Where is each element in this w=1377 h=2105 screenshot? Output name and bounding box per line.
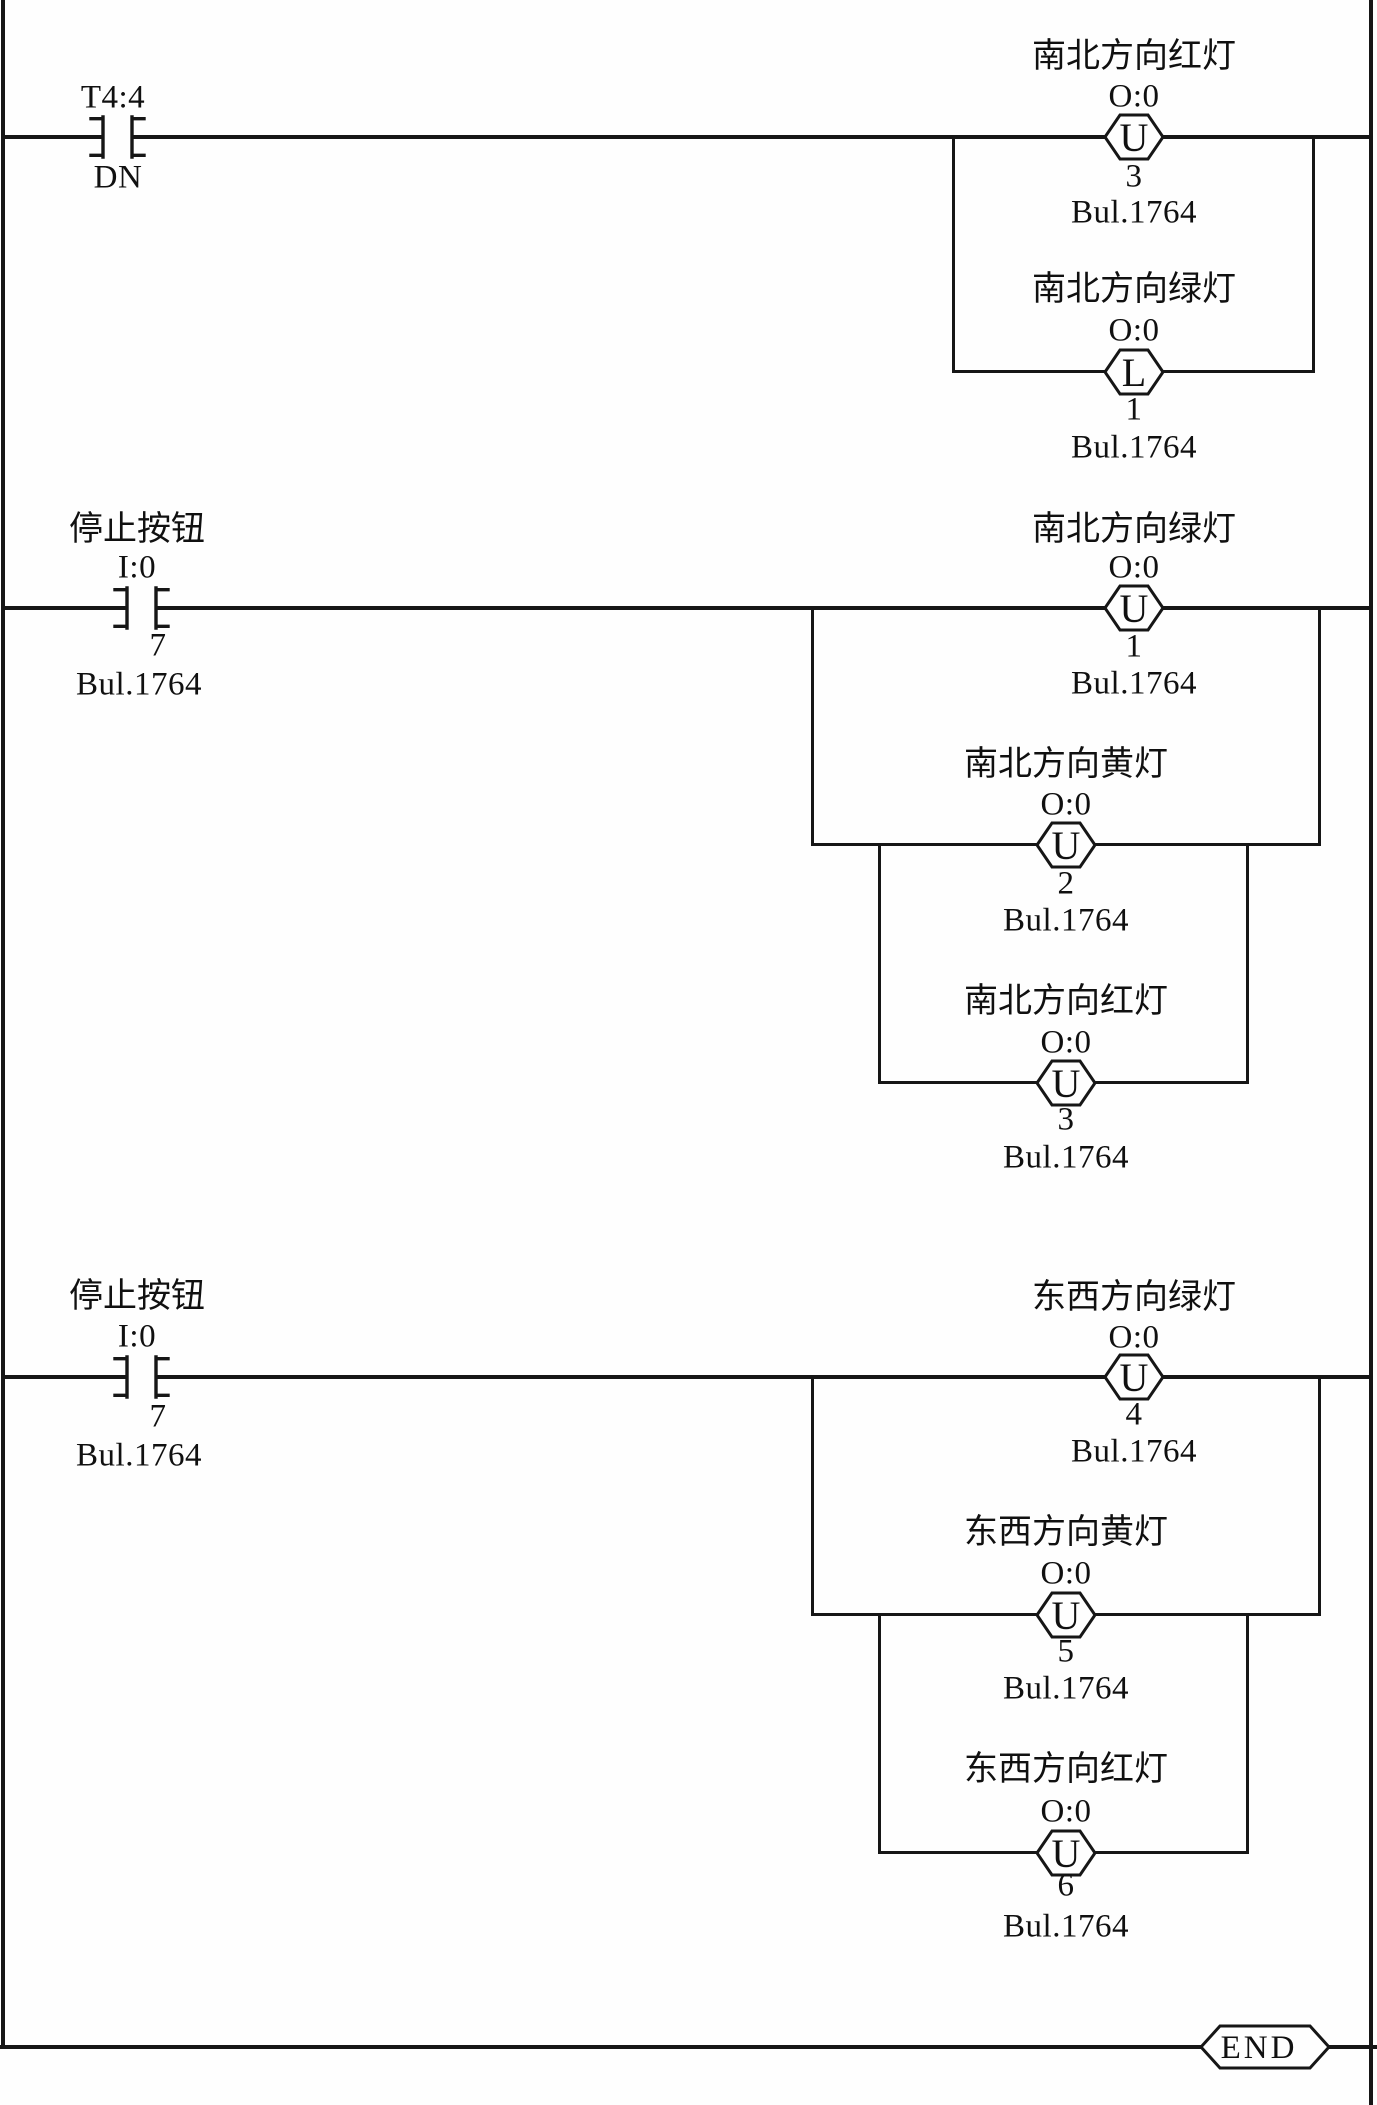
rung2-coil2-letter: U bbox=[1052, 823, 1081, 868]
rung2-coil2-name: 南北方向黄灯 bbox=[964, 746, 1168, 783]
rung3-coil2-bit: 5 bbox=[1057, 1633, 1075, 1670]
end-coil-hexagon bbox=[1198, 2024, 1332, 2070]
rung2-wire-right bbox=[156, 606, 1372, 610]
rung2-coil1-name: 南北方向绿灯 bbox=[1032, 511, 1236, 548]
rung2-coil1-module: Bul.1764 bbox=[1071, 665, 1197, 702]
rung3-coil2-address: O:0 bbox=[1040, 1555, 1092, 1592]
rung2-contact-address: I:0 bbox=[117, 549, 157, 586]
contact-left-bracket bbox=[89, 115, 105, 159]
rung3-contact-name: 停止按钮 bbox=[69, 1278, 205, 1315]
rung2-coil1-letter: U bbox=[1120, 586, 1149, 631]
rung2-coil2-address: O:0 bbox=[1040, 786, 1092, 823]
rung2-branchB-left-wire bbox=[878, 846, 881, 1084]
rung2-coil3-address: O:0 bbox=[1040, 1024, 1092, 1061]
rung3-contact-module: Bul.1764 bbox=[76, 1437, 202, 1474]
rung1-wire-right bbox=[132, 135, 1372, 139]
rung2-contact-module: Bul.1764 bbox=[76, 666, 202, 703]
rung3-coil1-name: 东西方向绿灯 bbox=[1032, 1279, 1236, 1316]
rung3-branchA-left-wire bbox=[811, 1377, 814, 1616]
rung1-coil2-address: O:0 bbox=[1108, 312, 1160, 349]
rung3-coil2-letter: U bbox=[1052, 1593, 1081, 1638]
contact-right-bracket bbox=[154, 1355, 170, 1399]
coil-hexagon bbox=[1035, 1059, 1097, 1107]
rung3-coil3-module: Bul.1764 bbox=[1003, 1908, 1129, 1945]
rung1-contact-T4-4 bbox=[89, 115, 146, 159]
rung2-contact-stop-button bbox=[113, 586, 170, 630]
rung2-coil1-address: O:0 bbox=[1108, 549, 1160, 586]
rung1-coil2-bit: 1 bbox=[1125, 391, 1143, 428]
left-power-rail bbox=[1, 0, 5, 2049]
rung3-coil1-bit: 4 bbox=[1125, 1396, 1143, 1433]
rung2-coil3-bit: 3 bbox=[1057, 1101, 1075, 1138]
rung1-latch-coil: L bbox=[1103, 348, 1165, 396]
contact-left-bracket bbox=[113, 586, 129, 630]
rung2-coil3-name: 南北方向红灯 bbox=[964, 983, 1168, 1020]
end-coil: END bbox=[1198, 2024, 1332, 2070]
coil-hexagon bbox=[1103, 584, 1165, 632]
rung3-branchA-right-wire bbox=[1318, 1377, 1321, 1616]
right-power-rail bbox=[1369, 0, 1373, 2105]
rung1-coil1-name: 南北方向红灯 bbox=[1032, 38, 1236, 75]
rung3-contact-stop-button bbox=[113, 1355, 170, 1399]
coil-hexagon bbox=[1035, 1591, 1097, 1639]
rung2-coil1-bit: 1 bbox=[1125, 628, 1143, 665]
rung3-coil3-name: 东西方向红灯 bbox=[964, 1751, 1168, 1788]
rung2-coil3-letter: U bbox=[1052, 1061, 1081, 1106]
rung1-coil1-address: O:0 bbox=[1108, 78, 1160, 115]
rung2-contact-name: 停止按钮 bbox=[69, 511, 205, 548]
rung2-branchB-right-wire bbox=[1246, 846, 1249, 1084]
rung1-branch-right-wire bbox=[1312, 137, 1315, 373]
rung1-contact-address: T4:4 bbox=[80, 79, 146, 116]
rung2-coil2-module: Bul.1764 bbox=[1003, 902, 1129, 939]
rung2-unlatch-coil-3: U bbox=[1035, 1059, 1097, 1107]
coil-hexagon bbox=[1035, 1829, 1097, 1877]
rung2-branchA-left-wire bbox=[811, 608, 814, 846]
rung1-contact-qualifier: DN bbox=[93, 159, 143, 196]
rung3-unlatch-coil-5: U bbox=[1035, 1591, 1097, 1639]
end-coil-label: END bbox=[1221, 2030, 1298, 2066]
rung3-coil1-address: O:0 bbox=[1108, 1319, 1160, 1356]
rung3-coil3-address: O:0 bbox=[1040, 1793, 1092, 1830]
rung3-unlatch-coil-6: U bbox=[1035, 1829, 1097, 1877]
rung3-wire-right bbox=[156, 1375, 1372, 1379]
rung2-coil2-bit: 2 bbox=[1057, 865, 1075, 902]
rung3-branchB-right-wire bbox=[1246, 1616, 1249, 1854]
rung1-coil1-module: Bul.1764 bbox=[1071, 194, 1197, 231]
rung1-unlatch-coil: U bbox=[1103, 113, 1165, 161]
end-rung-wire bbox=[0, 2045, 1377, 2049]
rung1-branch-left-wire bbox=[952, 137, 955, 373]
rung3-contact-address: I:0 bbox=[117, 1318, 157, 1355]
contact-right-bracket bbox=[154, 586, 170, 630]
rung3-coil3-letter: U bbox=[1052, 1831, 1081, 1876]
coil-hexagon bbox=[1103, 348, 1165, 396]
rung1-wire-left bbox=[1, 135, 104, 139]
rung3-branchB-left-wire bbox=[878, 1616, 881, 1854]
contact-right-bracket bbox=[130, 115, 146, 159]
contact-left-bracket bbox=[113, 1355, 129, 1399]
rung3-coil2-name: 东西方向黄灯 bbox=[964, 1514, 1168, 1551]
rung2-unlatch-coil-1: U bbox=[1103, 584, 1165, 632]
rung2-contact-bit: 7 bbox=[149, 627, 167, 664]
rung2-branchA-right-wire bbox=[1318, 608, 1321, 846]
coil-hexagon bbox=[1035, 821, 1097, 869]
rung1-coil1-letter: U bbox=[1120, 115, 1149, 160]
rung3-coil2-module: Bul.1764 bbox=[1003, 1670, 1129, 1707]
rung1-coil2-name: 南北方向绿灯 bbox=[1032, 271, 1236, 308]
rung3-coil1-letter: U bbox=[1120, 1355, 1149, 1400]
coil-hexagon bbox=[1103, 113, 1165, 161]
rung2-wire-left bbox=[1, 606, 128, 610]
rung3-contact-bit: 7 bbox=[149, 1398, 167, 1435]
rung1-coil1-bit: 3 bbox=[1125, 158, 1143, 195]
rung3-unlatch-coil-4: U bbox=[1103, 1353, 1165, 1401]
rung2-coil3-module: Bul.1764 bbox=[1003, 1139, 1129, 1176]
rung3-wire-left bbox=[1, 1375, 128, 1379]
rung1-coil2-letter: L bbox=[1122, 350, 1146, 395]
rung1-coil2-module: Bul.1764 bbox=[1071, 429, 1197, 466]
rung3-coil3-bit: 6 bbox=[1057, 1867, 1075, 1904]
rung2-unlatch-coil-2: U bbox=[1035, 821, 1097, 869]
rung3-coil1-module: Bul.1764 bbox=[1071, 1433, 1197, 1470]
coil-hexagon bbox=[1103, 1353, 1165, 1401]
